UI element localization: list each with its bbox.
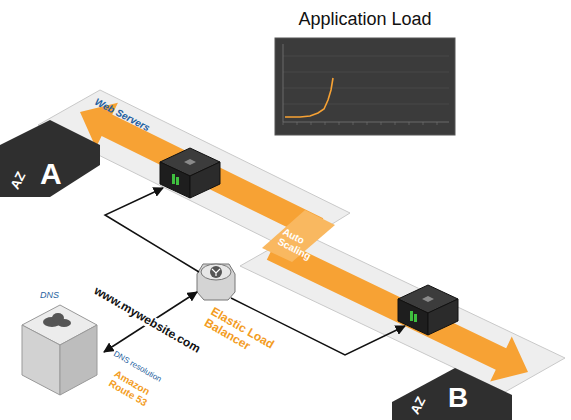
chart-title: Application Load — [298, 10, 431, 30]
server-side — [160, 162, 190, 198]
elb-top — [201, 264, 231, 280]
web-server-icon — [160, 148, 220, 198]
server-logo — [172, 174, 175, 184]
server-side — [428, 299, 458, 335]
dns-service: DNSAmazon Route 53 — [12, 300, 107, 400]
zone-tab — [0, 120, 100, 197]
zone-tab — [392, 368, 512, 420]
elb-logo — [212, 269, 220, 276]
route53-logo — [43, 313, 71, 327]
scaling-arrow — [80, 103, 323, 240]
server-light — [422, 296, 434, 302]
elb-body — [197, 264, 235, 300]
server-logo — [410, 311, 413, 321]
server-light — [184, 159, 196, 165]
route53-side — [22, 325, 60, 395]
server-logo — [414, 314, 417, 322]
zone-letter: A — [40, 159, 62, 189]
connector-arrow — [231, 298, 405, 355]
load-chart — [275, 38, 455, 135]
node-outline — [236, 228, 571, 420]
elb-logo — [210, 266, 222, 278]
service-name: Elastic Load Balancer — [202, 305, 286, 369]
node-outline — [12, 300, 107, 400]
route53-side — [60, 325, 97, 395]
server-logo — [176, 177, 179, 185]
load-balancer: Elastic Load Balancer — [195, 258, 237, 302]
zone-letter: B — [448, 384, 468, 412]
connector-arrow — [105, 188, 199, 272]
server-side — [398, 299, 428, 335]
node-outline — [195, 258, 237, 302]
server-side — [190, 162, 220, 198]
web-server-icon — [398, 285, 458, 335]
service-heading: DNS — [40, 291, 59, 301]
edge-label: www.mywebsite.com — [89, 283, 203, 357]
availability-zone-band: AZB — [236, 228, 571, 420]
